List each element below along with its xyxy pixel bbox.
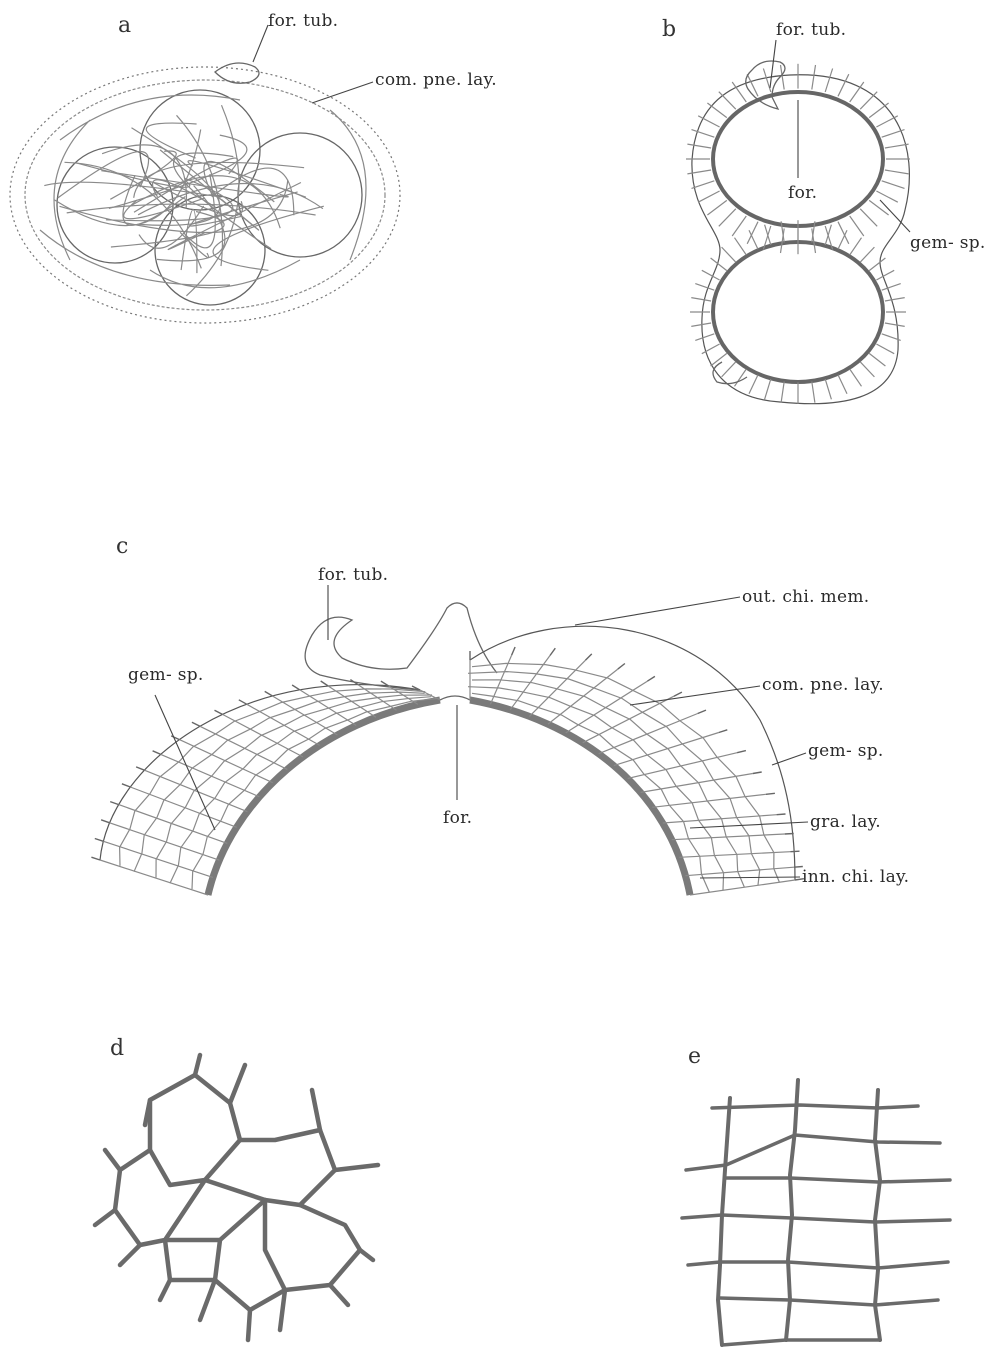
- panel-a-leader-com-pne-lay: [312, 82, 373, 103]
- panel-c-leader-gem-sp-right: [772, 753, 806, 765]
- panel-c-leader-gra-lay: [690, 822, 808, 828]
- panel-d: d: [95, 1036, 378, 1340]
- panel-c-label-out-chi-mem: out. chi. mem.: [742, 587, 869, 607]
- panel-c-leader-out-chi-mem: [575, 597, 740, 625]
- panel-c-label-gem-sp-left: gem- sp.: [128, 665, 204, 685]
- panel-c-leader-com-pne-lay: [630, 686, 760, 705]
- panel-c-label-for: for.: [443, 808, 472, 828]
- panel-c-letter: c: [116, 534, 128, 559]
- panel-b-label-for: for.: [788, 183, 817, 203]
- panel-b-letter: b: [662, 17, 676, 42]
- panel-b-leader-gem-sp: [880, 200, 910, 232]
- panel-e: e: [682, 1044, 950, 1345]
- panel-a: a for. tub. com. pne. lay.: [10, 11, 497, 323]
- panel-c-leader-gem-sp-left: [155, 695, 215, 830]
- panel-b-label-for-tub: for. tub.: [776, 20, 846, 40]
- panel-b: b for. tub. for. gem- sp.: [662, 17, 986, 404]
- panel-e-rectangular-cells: [682, 1080, 950, 1345]
- panel-a-label-for-tub: for. tub.: [268, 11, 338, 31]
- panel-c-label-com-pne-lay: com. pne. lay.: [762, 675, 884, 695]
- panel-c-label-gem-sp-right: gem- sp.: [808, 741, 884, 761]
- panel-c-label-for-tub: for. tub.: [318, 565, 388, 585]
- panel-a-leader-for-tub: [253, 25, 268, 62]
- panel-c-label-inn-chi-lay: inn. chi. lay.: [802, 867, 909, 887]
- panel-c-wall-section: [91, 603, 804, 895]
- panel-a-label-com-pne-lay: com. pne. lay.: [375, 70, 497, 90]
- panel-d-hexagonal-cells: [95, 1055, 378, 1340]
- panel-a-letter: a: [118, 13, 131, 38]
- panel-c-leader-inn-chi-lay: [700, 877, 800, 878]
- panel-c-label-gra-lay: gra. lay.: [810, 812, 881, 832]
- panel-b-leader-for-tub: [770, 40, 776, 88]
- panel-a-statoblast-drawing: [10, 63, 400, 323]
- panel-c: c for. tub. out. chi. mem. com. pne. lay…: [91, 534, 909, 895]
- panel-e-letter: e: [688, 1044, 701, 1069]
- panel-b-label-gem-sp: gem- sp.: [910, 233, 986, 253]
- panel-d-letter: d: [110, 1036, 124, 1061]
